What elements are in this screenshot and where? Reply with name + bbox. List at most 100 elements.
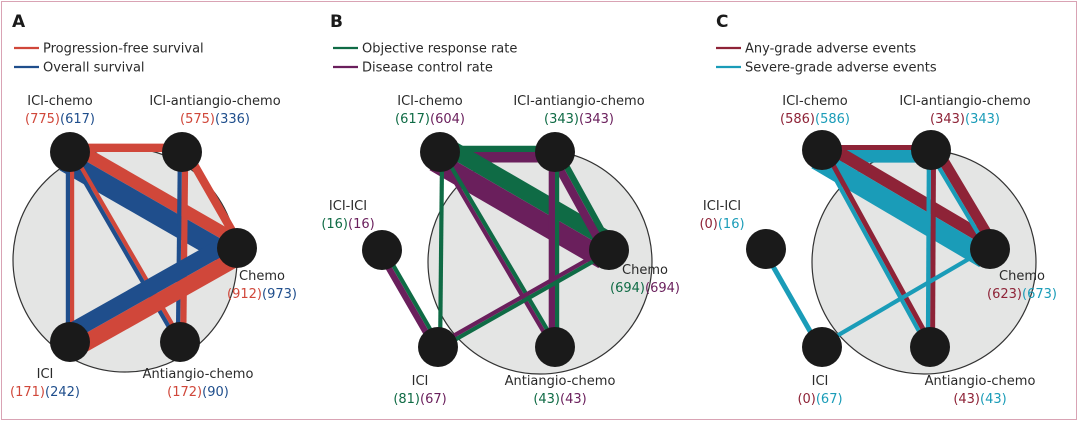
node-antiangio-chemo <box>910 327 950 367</box>
count-series-1: (81) <box>393 392 420 407</box>
node-label-ici-ici: ICI-ICI <box>703 199 741 214</box>
count-series-1: (43) <box>533 392 560 407</box>
node-label-antiangio-chemo: Antiangio-chemo <box>925 374 1036 389</box>
node-label-chemo: Chemo <box>999 269 1045 284</box>
count-series-2: (586) <box>815 112 850 127</box>
edge-series-1 <box>70 248 246 357</box>
panel-letter: B <box>330 12 343 32</box>
node-chemo <box>217 228 257 268</box>
node-ici-chemo <box>50 132 90 172</box>
node-ici <box>50 322 90 362</box>
node-label-ici-chemo: ICI-chemo <box>397 94 462 109</box>
node-ici <box>802 327 842 367</box>
edge-series-2 <box>811 150 991 268</box>
node-label-ici-ici: ICI-ICI <box>329 199 367 214</box>
panel-letter: A <box>12 12 26 32</box>
node-label-ici-antiangio-chemo: ICI-antiangio-chemo <box>149 94 280 109</box>
count-series-1: (343) <box>930 112 965 127</box>
count-series-2: (242) <box>45 385 80 400</box>
count-series-2: (90) <box>202 385 229 400</box>
count-series-2: (43) <box>560 392 587 407</box>
count-series-1: (43) <box>953 392 980 407</box>
count-series-2: (604) <box>430 112 465 127</box>
legend-label: Progression-free survival <box>43 42 204 57</box>
panel-letter: C <box>716 12 728 32</box>
count-series-2: (973) <box>262 287 297 302</box>
count-series-2: (673) <box>1022 287 1057 302</box>
node-label-antiangio-chemo: Antiangio-chemo <box>505 374 616 389</box>
node-antiangio-chemo <box>160 322 200 362</box>
node-ici-ici <box>362 230 402 270</box>
count-series-1: (586) <box>780 112 815 127</box>
legend-label: Disease control rate <box>362 61 493 76</box>
edge-chemo-ici <box>61 233 246 357</box>
count-series-2: (16) <box>718 217 745 232</box>
count-series-2: (67) <box>816 392 843 407</box>
node-label-chemo: Chemo <box>239 269 285 284</box>
edge-series-1 <box>439 149 559 347</box>
edge-ici-chemo-ici <box>65 152 75 342</box>
count-series-1: (575) <box>180 112 215 127</box>
node-counts-ici-antiangio-chemo: (575)(336) <box>180 112 250 127</box>
node-label-ici: ICI <box>412 374 429 389</box>
count-series-2: (343) <box>579 112 614 127</box>
edge-series-1 <box>822 139 997 250</box>
count-series-1: (16) <box>321 217 348 232</box>
edge-ici-chemo-antiangio-chemo <box>818 147 935 350</box>
count-series-1: (171) <box>10 385 45 400</box>
count-series-1: (623) <box>987 287 1022 302</box>
edge-ici-chemo-antiangio-chemo <box>66 149 184 345</box>
count-series-1: (775) <box>25 112 60 127</box>
edge-ici-antiangio-chemo-antiangio-chemo <box>175 151 189 343</box>
node-ici-antiangio-chemo <box>535 132 575 172</box>
count-series-2: (67) <box>420 392 447 407</box>
node-counts-ici-ici: (0)(16) <box>699 217 744 232</box>
node-counts-ici-chemo: (617)(604) <box>395 112 465 127</box>
edge-series-2 <box>59 151 237 267</box>
edge-series-2 <box>818 150 931 350</box>
legend-label: Objective response rate <box>362 42 517 57</box>
count-series-2: (617) <box>60 112 95 127</box>
count-series-2: (43) <box>980 392 1007 407</box>
node-counts-ici-chemo: (586)(586) <box>780 112 850 127</box>
node-label-ici: ICI <box>812 374 829 389</box>
edge-chemo-ici <box>819 245 991 348</box>
count-series-2: (16) <box>348 217 375 232</box>
node-counts-antiangio-chemo: (43)(43) <box>533 392 586 407</box>
node-counts-ici-ici: (16)(16) <box>321 217 374 232</box>
node-label-chemo: Chemo <box>622 263 668 278</box>
count-series-1: (343) <box>544 112 579 127</box>
edge-series-1 <box>821 147 935 347</box>
edge-series-1 <box>70 149 184 342</box>
node-counts-ici: (81)(67) <box>393 392 446 407</box>
edge-series-1 <box>180 152 189 343</box>
node-counts-antiangio-chemo: (172)(90) <box>167 385 229 400</box>
node-chemo <box>970 229 1010 269</box>
count-series-1: (0) <box>699 217 717 232</box>
edge-series-1 <box>437 249 612 351</box>
legend-label: Any-grade adverse events <box>745 42 916 57</box>
edge-series-2 <box>925 149 931 348</box>
edge-series-2 <box>429 152 610 269</box>
edge-series-2 <box>175 151 182 343</box>
node-counts-ici-chemo: (775)(617) <box>25 112 95 127</box>
edge-ici-chemo-ici <box>437 151 445 348</box>
legend-label: Overall survival <box>43 61 145 76</box>
node-label-ici-chemo: ICI-chemo <box>782 94 847 109</box>
node-label-ici-antiangio-chemo: ICI-antiangio-chemo <box>513 94 644 109</box>
edge-ici-chemo-antiangio-chemo <box>436 149 559 350</box>
count-series-1: (0) <box>797 392 815 407</box>
edge-chemo-ici <box>435 246 612 351</box>
count-series-2: (694) <box>645 281 680 296</box>
edge-ici-chemo-chemo <box>811 139 997 268</box>
edge-series-2 <box>61 233 238 342</box>
node-counts-chemo: (694)(694) <box>610 281 680 296</box>
count-series-1: (912) <box>227 287 262 302</box>
edge-ici-antiangio-chemo-antiangio-chemo <box>925 149 937 348</box>
count-series-1: (694) <box>610 281 645 296</box>
edge-ici-antiangio-chemo-antiangio-chemo <box>548 152 560 347</box>
node-ici-ici <box>746 229 786 269</box>
